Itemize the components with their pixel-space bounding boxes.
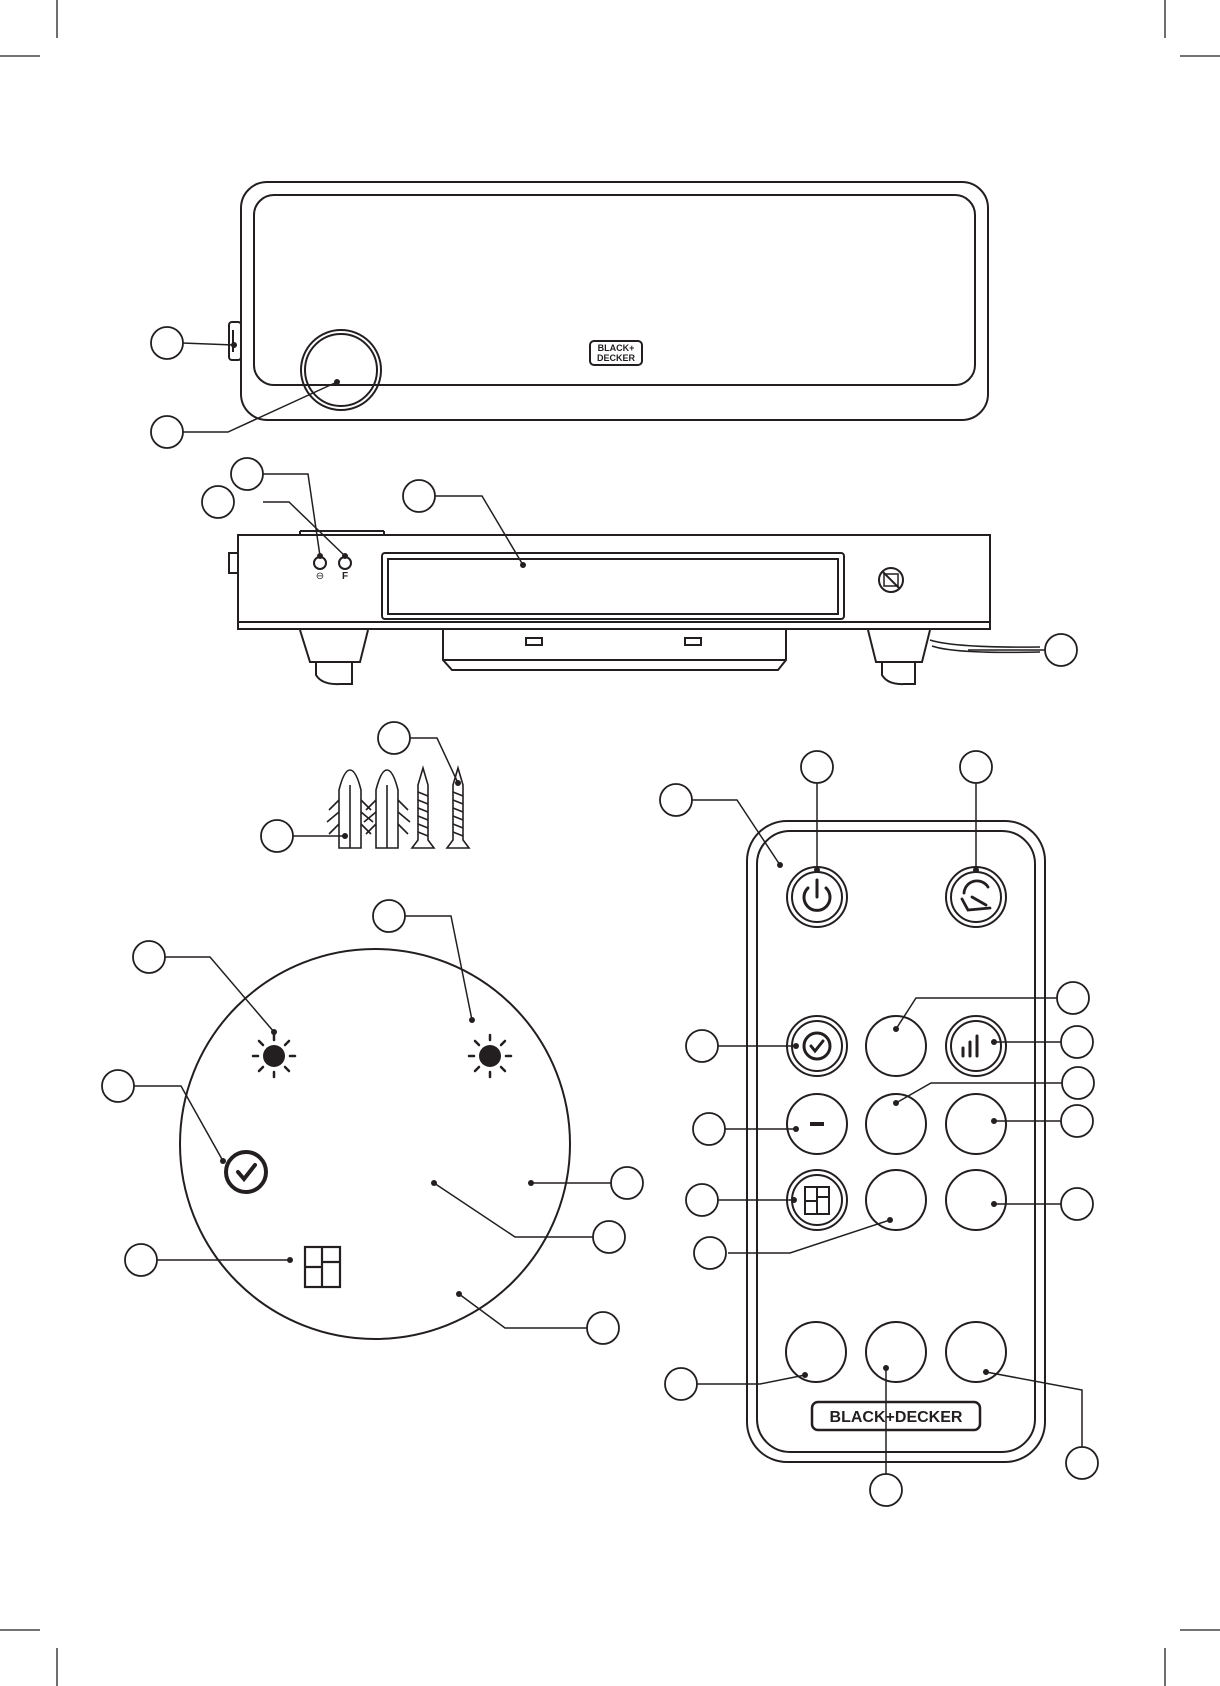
sun-icon	[469, 1035, 511, 1077]
remote-button-top-middle[interactable]	[866, 1016, 926, 1076]
oscillation-button[interactable]	[946, 867, 1006, 927]
remote-button-lower-right[interactable]	[946, 1170, 1006, 1230]
heater-front-view	[229, 182, 988, 420]
display-icon	[305, 1247, 340, 1287]
power-indicator-symbol: ⊖	[316, 571, 324, 582]
heater-logo-line2: DECKER	[597, 353, 636, 363]
oscillation-icon	[962, 881, 990, 910]
wall-screws	[412, 768, 469, 848]
remote-logo-text: BLACK+DECKER	[830, 1409, 963, 1426]
control-panel	[180, 949, 570, 1339]
remote-button-bottom-right[interactable]	[946, 1322, 1006, 1382]
display-icon	[805, 1187, 829, 1214]
timer-icon	[804, 1033, 830, 1059]
callout-number-circles	[102, 327, 1098, 1506]
remote-button-bottom-left[interactable]	[786, 1322, 846, 1382]
fan-bars-icon	[963, 1036, 977, 1056]
power-icon	[804, 880, 830, 910]
minus-button[interactable]	[787, 1094, 847, 1154]
power-button[interactable]	[787, 867, 847, 927]
heater-logo-line1: BLACK+	[598, 343, 635, 353]
no-cover-icon	[879, 568, 903, 592]
remote-logo: BLACK+DECKER	[812, 1402, 980, 1430]
indicator-lights: ⊖ F	[314, 557, 351, 582]
fan-speed-button[interactable]	[946, 1016, 1006, 1076]
filter-indicator-label: F	[342, 571, 348, 582]
heater-side-view	[229, 531, 1040, 684]
heater-front-logo: BLACK+ DECKER	[590, 341, 642, 365]
clock-icon	[226, 1152, 266, 1192]
sun-icon	[253, 1035, 295, 1077]
remote-button-right-middle[interactable]	[946, 1094, 1006, 1154]
remote-button-lower-middle[interactable]	[866, 1170, 926, 1230]
thermostat-knob	[301, 330, 381, 410]
remote-button-bottom-middle[interactable]	[866, 1322, 926, 1382]
